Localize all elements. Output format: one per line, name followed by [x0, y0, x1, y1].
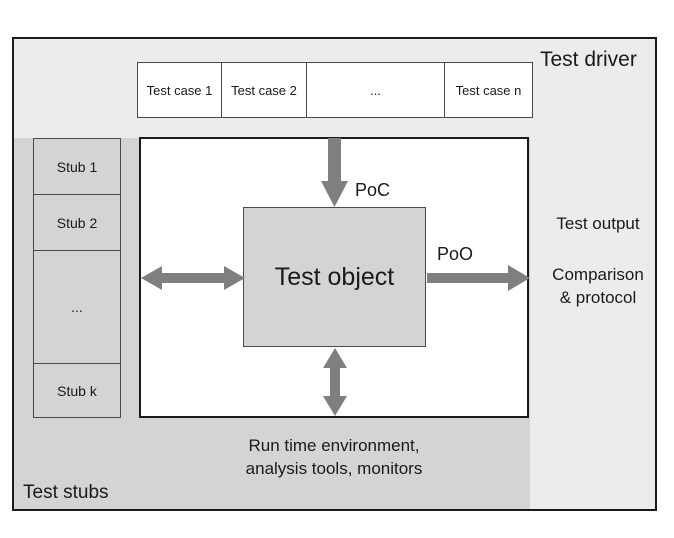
stub-1: Stub 1 — [34, 139, 120, 195]
test-case-n: Test case n — [455, 82, 522, 98]
comparison-label: Comparison — [552, 265, 644, 284]
stub-k: Stub k — [57, 383, 97, 399]
test-driver-label: Test driver — [540, 48, 637, 71]
protocol-label: & protocol — [559, 288, 637, 307]
poc-label: PoC — [355, 180, 391, 200]
stub-2: Stub 2 — [34, 195, 120, 251]
test-output-label: Test output — [556, 214, 640, 233]
test-case-ellipsis: ... — [307, 63, 445, 117]
environment-line-1: Run time environment, — [248, 436, 420, 455]
stub-column: Stub 1 Stub 2 ... Stub k — [33, 138, 121, 418]
test-stubs-label: Test stubs — [23, 482, 109, 503]
poc-arrow — [321, 138, 348, 207]
stub-ellipsis: ... — [34, 251, 120, 364]
test-case-1: Test case 1 — [138, 63, 222, 117]
test-object-box: Test object — [243, 207, 426, 347]
test-case-2: Test case 2 — [222, 63, 307, 117]
stub-double-arrow — [141, 266, 245, 290]
environment-line-2: analysis tools, monitors — [245, 459, 423, 478]
env-double-arrow — [323, 348, 347, 416]
poo-label: PoO — [437, 244, 474, 264]
test-case-bar: Test case 1 Test case 2 ... Test case n — [137, 62, 533, 118]
poo-arrow — [427, 265, 530, 291]
